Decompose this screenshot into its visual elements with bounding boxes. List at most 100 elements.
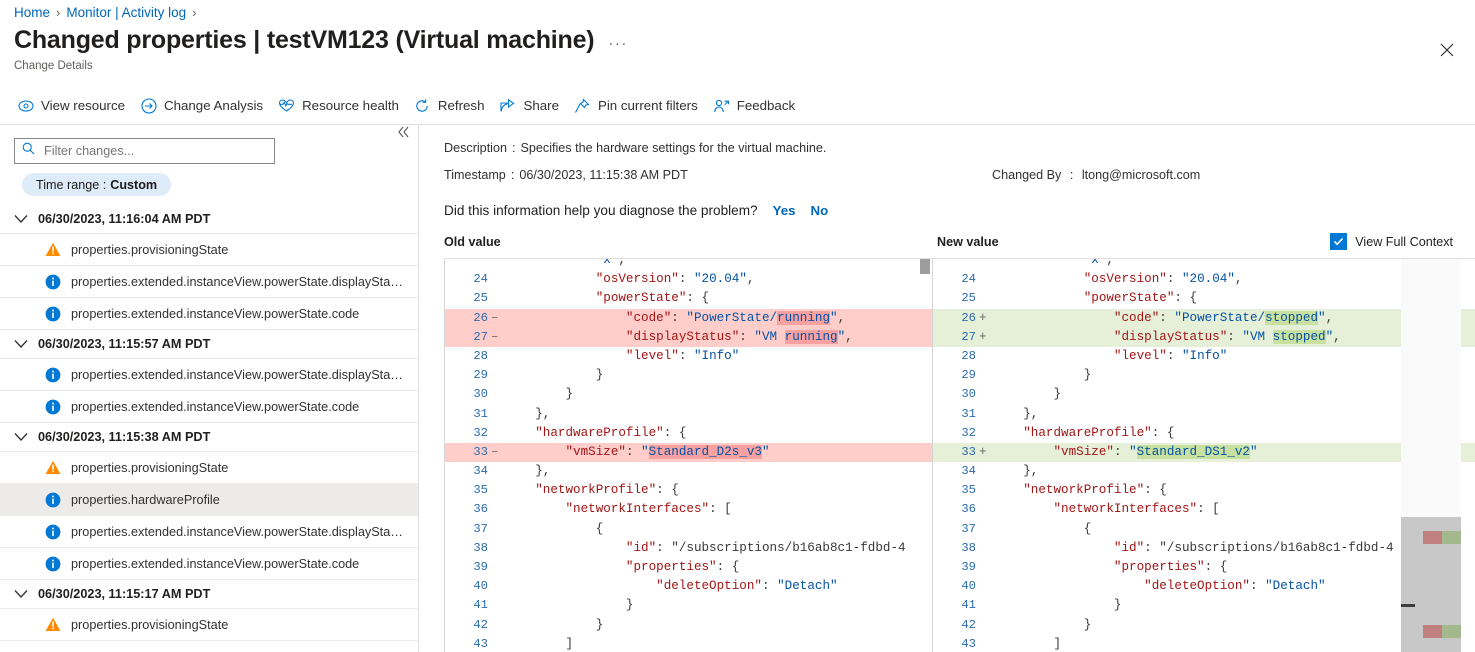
new-code-lines: "x",24 "osVersion": "20.04",25 "powerSta… — [933, 259, 1475, 652]
timestamp-value: 06/30/2023, 11:15:38 AM PDT — [519, 168, 688, 182]
line-number: 26 — [473, 310, 488, 325]
view-full-context-toggle[interactable]: View Full Context — [1330, 233, 1453, 250]
line-number: 35 — [961, 483, 976, 498]
code-line: 32 "hardwareProfile": { — [933, 424, 1475, 443]
change-group-header[interactable]: 06/30/2023, 11:15:38 AM PDT — [0, 423, 418, 452]
feedback-no-link[interactable]: No — [810, 203, 829, 218]
list-item[interactable]: properties.provisioningState — [0, 234, 418, 266]
collapse-panel-chevron-icon[interactable] — [393, 122, 415, 142]
code-text: "networkProfile": { — [1023, 483, 1167, 498]
code-text: } — [993, 368, 1092, 383]
list-item[interactable]: properties.extended.instanceView.powerSt… — [0, 548, 418, 580]
old-pane-scroll-thumb[interactable] — [920, 259, 930, 274]
code-line: 37 { — [933, 520, 1475, 539]
feedback-yes-link[interactable]: Yes — [772, 203, 796, 218]
breadcrumb-item-monitor-activity-log[interactable]: Monitor | Activity log — [66, 5, 187, 20]
change-group-timestamp: 06/30/2023, 11:16:04 AM PDT — [38, 212, 211, 226]
list-item-selected[interactable]: properties.hardwareProfile — [0, 484, 418, 516]
command-resource-health[interactable]: Resource health — [275, 93, 411, 118]
code-text: { — [993, 521, 1092, 536]
command-share[interactable]: Share — [496, 93, 570, 118]
info-icon — [44, 523, 61, 540]
line-number: 24 — [473, 272, 488, 287]
line-number: 26 — [961, 310, 976, 325]
line-number: 34 — [473, 464, 488, 479]
code-line: 42 } — [933, 616, 1475, 635]
description-value: Specifies the hardware settings for the … — [520, 141, 827, 155]
line-number: 27 — [473, 329, 488, 344]
change-property-name: properties.provisioningState — [71, 617, 229, 632]
new-pane-scrollbar[interactable] — [1461, 259, 1475, 652]
code-line: 30 } — [445, 385, 932, 404]
search-input[interactable] — [42, 143, 267, 159]
change-property-name: properties.extended.instanceView.powerSt… — [71, 274, 403, 289]
list-item[interactable]: properties.extended.instanceView.powerSt… — [0, 266, 418, 298]
command-view-resource[interactable]: View resource — [14, 93, 137, 118]
code-text: "vmSize": "Standard_D2s_v3" — [565, 444, 770, 459]
info-icon — [44, 305, 61, 322]
line-number: 40 — [473, 579, 488, 594]
info-icon — [44, 366, 61, 383]
change-group-header[interactable]: 06/30/2023, 11:16:04 AM PDT — [0, 205, 418, 234]
view-full-context-checkbox[interactable] — [1330, 233, 1348, 250]
line-number: 33 — [961, 444, 976, 459]
list-item[interactable]: properties.provisioningState — [0, 609, 418, 641]
code-line: 41 } — [933, 596, 1475, 615]
diff-marker: – — [491, 329, 499, 344]
warning-icon — [44, 459, 61, 476]
command-refresh[interactable]: Refresh — [411, 93, 497, 118]
diff-pane-old: "x",24 "osVersion": "20.04",25 "powerSta… — [445, 259, 933, 652]
code-text: "powerState": { — [1083, 291, 1198, 306]
line-number: 38 — [473, 540, 488, 555]
change-property-name: properties.extended.instanceView.powerSt… — [71, 524, 403, 539]
code-text: "code": "PowerState/stopped", — [1113, 310, 1334, 325]
command-pin-current-filters[interactable]: Pin current filters — [571, 93, 710, 118]
code-text: "deleteOption": "Detach" — [656, 579, 838, 594]
old-pane-scrollbar[interactable] — [918, 259, 932, 652]
code-line: 40 "deleteOption": "Detach" — [933, 577, 1475, 596]
code-text: } — [993, 387, 1062, 402]
code-text: ] — [505, 636, 574, 651]
page-title: Changed properties | testVM123 (Virtual … — [14, 26, 595, 54]
code-line: 28 "level": "Info" — [445, 347, 932, 366]
close-icon[interactable] — [1433, 36, 1461, 64]
filter-wrapper — [0, 125, 418, 164]
breadcrumb-item-home[interactable]: Home — [14, 5, 51, 20]
command-feedback[interactable]: Feedback — [710, 93, 807, 118]
pin-icon — [574, 97, 591, 114]
line-number: 35 — [473, 483, 488, 498]
time-range-label: Time range : — [36, 177, 107, 192]
diff-minimap[interactable] — [1401, 259, 1461, 652]
search-input-wrapper[interactable] — [14, 138, 275, 164]
line-number: 31 — [961, 406, 976, 421]
page-title-row: Changed properties | testVM123 (Virtual … — [14, 26, 628, 55]
code-text: "level": "Info" — [625, 348, 740, 363]
info-icon — [44, 273, 61, 290]
more-options-button[interactable]: ··· — [608, 35, 628, 52]
list-item[interactable]: properties.provisioningState — [0, 452, 418, 484]
code-text: } — [993, 598, 1122, 613]
code-text: "code": "PowerState/running", — [625, 310, 846, 325]
code-text: "networkInterfaces": [ — [565, 502, 732, 517]
time-range-filter-pill[interactable]: Time range :Custom — [22, 173, 172, 196]
change-property-name: properties.provisioningState — [71, 460, 229, 475]
code-text: } — [505, 598, 634, 613]
code-line-partial: "x", — [1083, 259, 1114, 267]
list-item[interactable]: properties.extended.instanceView.powerSt… — [0, 298, 418, 330]
changes-sidebar: Time range :Custom 06/30/2023, 11:16:04 … — [0, 125, 419, 652]
code-text: "networkProfile": { — [535, 483, 679, 498]
change-group-header[interactable]: 06/30/2023, 11:15:17 AM PDT — [0, 580, 418, 609]
list-item[interactable]: properties.extended.instanceView.powerSt… — [0, 359, 418, 391]
change-details-panel: Description : Specifies the hardware set… — [420, 125, 1475, 652]
breadcrumb-separator-icon: › — [192, 5, 197, 20]
line-number: 37 — [961, 521, 976, 536]
filter-pill-row: Time range :Custom — [0, 164, 418, 196]
command-change-analysis[interactable]: Change Analysis — [137, 93, 275, 118]
change-group-header[interactable]: 06/30/2023, 11:15:57 AM PDT — [0, 330, 418, 359]
line-number: 31 — [473, 406, 488, 421]
list-item[interactable]: properties.extended.instanceView.powerSt… — [0, 391, 418, 423]
list-item[interactable]: properties.extended.instanceView.powerSt… — [0, 516, 418, 548]
code-text: } — [993, 617, 1092, 632]
code-line: 39 "properties": { — [933, 558, 1475, 577]
changes-list: 06/30/2023, 11:16:04 AM PDT properties.pr… — [0, 205, 418, 641]
